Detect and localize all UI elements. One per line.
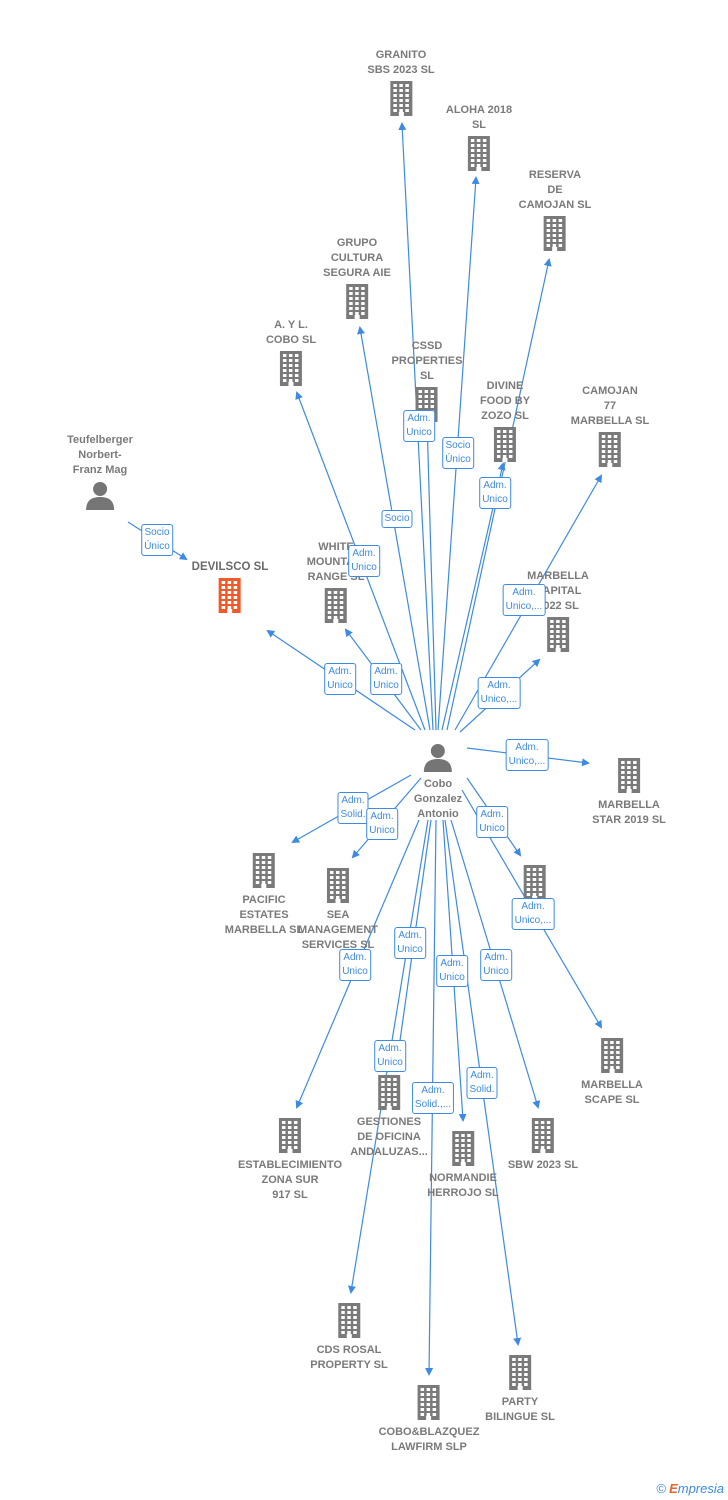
node-camojan77[interactable]: CAMOJAN 77 MARBELLA SL [571, 384, 649, 472]
node-label: GESTIONES DE OFICINA ANDALUZAS... [350, 1116, 428, 1158]
building-icon [298, 867, 378, 908]
role-badge[interactable]: Adm. Solid. [337, 792, 369, 824]
node-sbw[interactable]: SBW 2023 SL [508, 1115, 578, 1173]
node-label: DIVINE FOOD BY ZOZO SL [479, 380, 531, 422]
node-pacific[interactable]: PACIFIC ESTATES MARBELLA SL [225, 850, 303, 938]
building-icon [192, 577, 269, 618]
role-badge[interactable]: Adm. Unico [436, 955, 468, 987]
building-icon [310, 1302, 387, 1343]
role-badge[interactable]: Adm. Unico,... [505, 739, 549, 771]
building-icon [519, 215, 592, 256]
node-label: DEVILSCO SL [191, 561, 269, 573]
person-icon [67, 480, 133, 515]
node-label: PACIFIC ESTATES MARBELLA SL [224, 894, 304, 936]
node-label: GRUPO CULTURA SEGURA AIE [323, 237, 391, 279]
building-icon [480, 426, 530, 467]
node-teufelberger[interactable]: Teufelberger Norbert- Franz Mag [67, 433, 133, 515]
node-normandie[interactable]: NORMANDIE HERROJO SL [427, 1128, 499, 1201]
node-aloha[interactable]: ALOHA 2018 SL [446, 103, 512, 176]
node-label: PARTY BILINGUE SL [485, 1396, 555, 1423]
empresia-footer[interactable]: ©Empresia [656, 1481, 724, 1496]
node-devilsco[interactable]: DEVILSCO SL [191, 560, 269, 618]
node-label: A. Y L. COBO SL [265, 319, 317, 346]
node-label: RESERVA DE CAMOJAN SL [518, 169, 592, 211]
role-badge[interactable]: Socio Único [442, 437, 474, 469]
building-icon [427, 1130, 499, 1171]
node-label: Teufelberger Norbert- Franz Mag [67, 434, 133, 476]
building-icon [266, 350, 316, 391]
building-icon [508, 1117, 578, 1158]
node-label: Cobo Gonzalez Antonio [413, 778, 463, 820]
role-badge[interactable]: Adm. Unico [374, 1040, 406, 1072]
node-label: SBW 2023 SL [507, 1159, 579, 1171]
building-icon [238, 1117, 342, 1158]
building-icon [350, 1074, 428, 1115]
node-divine[interactable]: DIVINE FOOD BY ZOZO SL [480, 379, 530, 467]
node-granito[interactable]: GRANITO SBS 2023 SL [367, 48, 435, 121]
role-badge[interactable]: Adm. Unico [348, 545, 380, 577]
role-badge[interactable]: Socio Único [141, 524, 173, 556]
role-badge[interactable]: Adm. Unico [324, 663, 356, 695]
node-label: ALOHA 2018 SL [445, 104, 513, 131]
building-icon [379, 1384, 480, 1425]
node-label: MARBELLA SCAPE SL [581, 1079, 643, 1106]
node-grupo[interactable]: GRUPO CULTURA SEGURA AIE [323, 236, 391, 324]
role-badge[interactable]: Adm. Solid. [466, 1067, 498, 1099]
building-icon [323, 283, 391, 324]
node-ayl[interactable]: A. Y L. COBO SL [266, 318, 316, 391]
node-reserva[interactable]: RESERVA DE CAMOJAN SL [518, 168, 592, 256]
node-label: ESTABLECIMIENTO ZONA SUR 917 SL [237, 1159, 343, 1201]
brand-name: mpresia [677, 1481, 724, 1496]
node-label: CSSD PROPERTIES SL [391, 340, 463, 382]
node-establecimiento[interactable]: ESTABLECIMIENTO ZONA SUR 917 SL [238, 1115, 342, 1203]
node-label: MARBELLA CAPITAL 2022 SL [527, 570, 589, 612]
building-icon [307, 587, 365, 628]
node-coboblazquez[interactable]: COBO&BLAZQUEZ LAWFIRM SLP [378, 1382, 480, 1455]
edge-cobo-to-grupo [357, 326, 431, 731]
node-cobo[interactable]: Cobo Gonzalez Antonio [414, 740, 462, 822]
node-label: CDS ROSAL PROPERTY SL [310, 1344, 388, 1371]
node-scape[interactable]: MARBELLA SCAPE SL [581, 1035, 643, 1108]
role-badge[interactable]: Adm. Unico [479, 477, 511, 509]
role-badge[interactable]: Adm. Unico [394, 927, 426, 959]
building-icon [519, 864, 552, 905]
building-icon [527, 616, 589, 657]
role-badge[interactable]: Adm. Unico [403, 410, 435, 442]
building-icon [367, 80, 434, 121]
role-badge[interactable]: Adm. Unico,... [511, 898, 555, 930]
node-label: COBO&BLAZQUEZ LAWFIRM SLP [378, 1426, 480, 1453]
building-icon [581, 1037, 643, 1078]
node-label: CAMOJAN 77 MARBELLA SL [570, 385, 650, 427]
role-badge[interactable]: Adm. Unico [370, 663, 402, 695]
edge-cobo-to-cssd [423, 418, 437, 731]
building-icon [446, 135, 512, 176]
node-label: MARBELLA STAR 2019 SL [592, 799, 666, 826]
node-star2019[interactable]: MARBELLA STAR 2019 SL [592, 755, 666, 828]
brand-logo-letter: E [669, 1481, 678, 1496]
copyright-symbol: © [656, 1481, 667, 1496]
node-label: SEA MANAGEMENT SERVICES SL [297, 909, 379, 951]
role-badge[interactable]: Adm. Solid.,... [411, 1082, 455, 1114]
node-cdsrosal[interactable]: CDS ROSAL PROPERTY SL [310, 1300, 388, 1373]
building-icon [225, 852, 303, 893]
building-icon [485, 1354, 555, 1395]
role-badge[interactable]: Adm. Unico [480, 949, 512, 981]
node-gestiones[interactable]: GESTIONES DE OFICINA ANDALUZAS... [350, 1072, 428, 1160]
person-icon [414, 742, 462, 777]
building-icon [571, 431, 649, 472]
role-badge[interactable]: Socio [381, 510, 413, 528]
role-badge[interactable]: Adm. Unico,... [502, 584, 546, 616]
building-icon [592, 757, 666, 798]
node-label: NORMANDIE HERROJO SL [427, 1172, 499, 1199]
node-party[interactable]: PARTY BILINGUE SL [485, 1352, 555, 1425]
node-seamgmt[interactable]: SEA MANAGEMENT SERVICES SL [298, 865, 378, 953]
role-badge[interactable]: Adm. Unico [476, 806, 508, 838]
role-badge[interactable]: Adm. Unico [366, 808, 398, 840]
node-label: GRANITO SBS 2023 SL [367, 49, 435, 76]
role-badge[interactable]: Adm. Unico [339, 949, 371, 981]
node-marbellacap[interactable]: MARBELLA CAPITAL 2022 SL [527, 569, 589, 657]
role-badge[interactable]: Adm. Unico,... [477, 677, 521, 709]
